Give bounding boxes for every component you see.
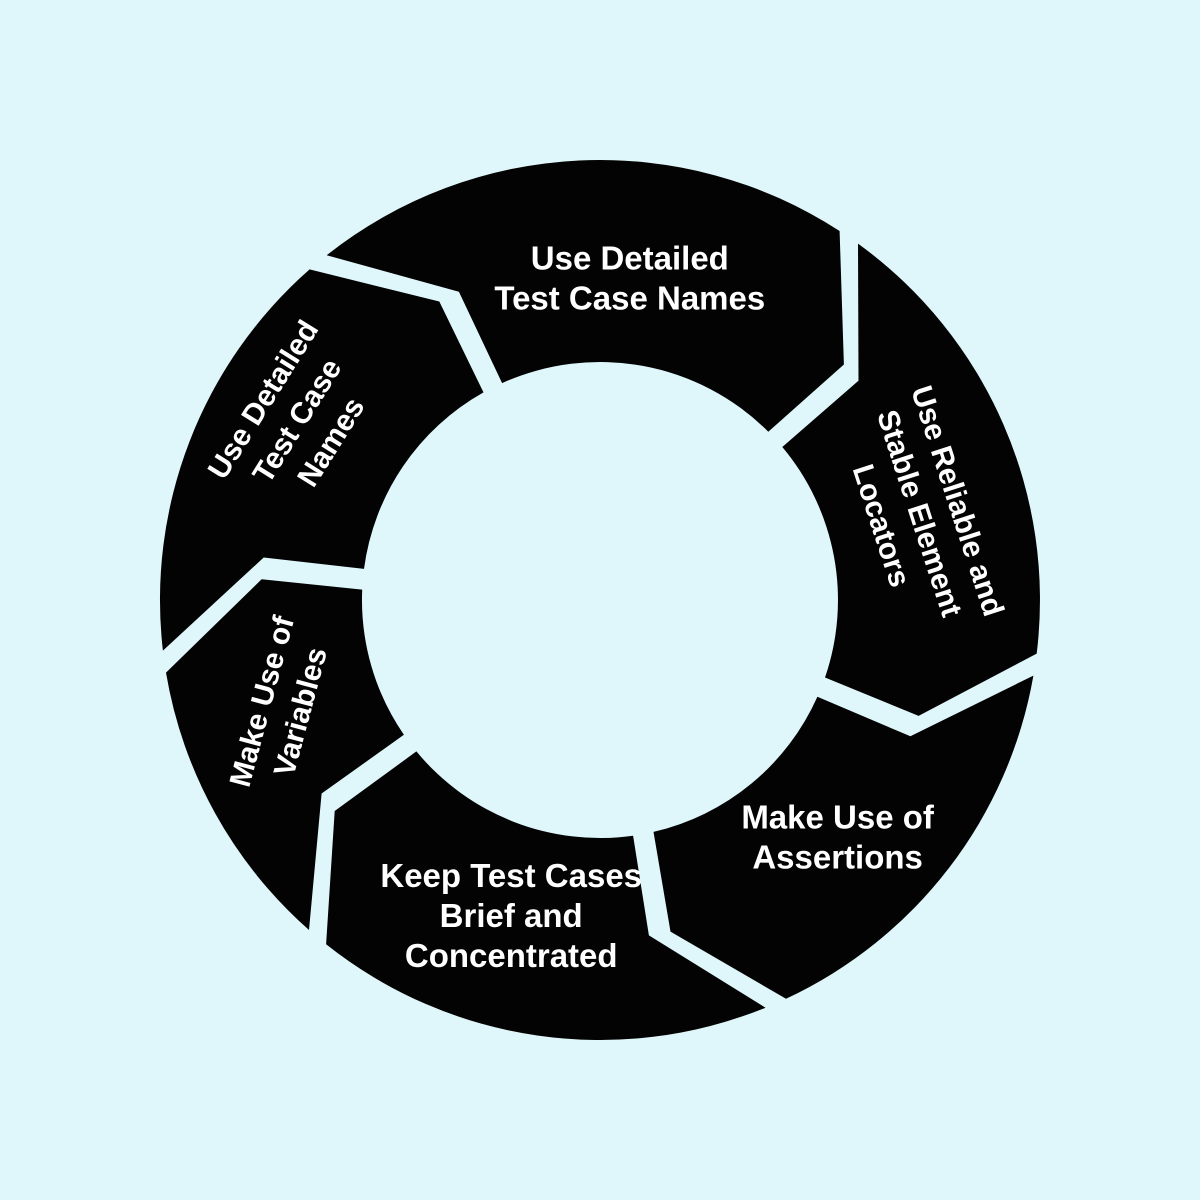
segment-label-line: Assertions: [752, 839, 923, 876]
segment-bottom: [326, 751, 766, 1040]
segment-label-line: Make Use of: [741, 799, 935, 836]
segment-right: [782, 243, 1040, 716]
segment-label-line: Keep Test Cases: [380, 857, 642, 894]
segment-top: [326, 160, 844, 432]
segment-label-line: Use Detailed: [531, 239, 729, 276]
segment-label-line: Test Case Names: [494, 279, 765, 316]
segment-bottom-right: [653, 675, 1034, 999]
segment-label-line: Brief and: [440, 897, 583, 934]
segment-label-line: Concentrated: [405, 937, 618, 974]
segment-upper-left: [159, 269, 484, 651]
segment-left: [166, 579, 404, 930]
